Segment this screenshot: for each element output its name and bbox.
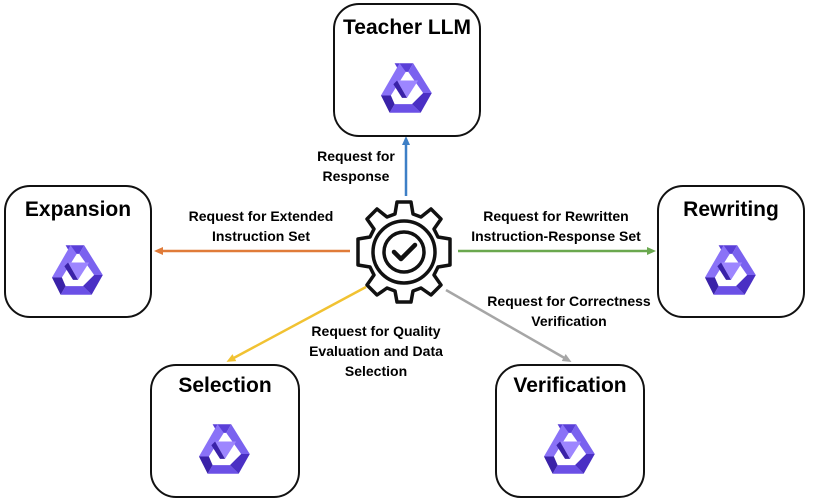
qwen-logo-icon (47, 239, 109, 301)
label-request-correctness-verification: Request for Correctness Verification (474, 291, 664, 331)
node-title: Teacher LLM (343, 16, 471, 39)
label-line: Verification (531, 313, 607, 329)
qwen-logo-icon (194, 418, 256, 480)
node-selection: Selection (150, 364, 300, 498)
gear-check-icon (356, 200, 452, 304)
node-teacher-llm: Teacher LLM (333, 3, 481, 137)
qwen-logo-icon (539, 418, 601, 480)
label-request-extended-instruction: Request for Extended Instruction Set (166, 206, 356, 246)
label-line: Request for Rewritten (483, 208, 629, 224)
label-line: Request for (317, 148, 395, 164)
label-line: Request for Extended (188, 208, 334, 224)
node-title: Verification (513, 374, 627, 397)
node-verification: Verification (495, 364, 645, 498)
arrow-to-verification (445, 288, 572, 362)
label-line: Evaluation and Data (309, 343, 443, 359)
node-title: Expansion (24, 198, 132, 221)
label-line: Response (322, 168, 390, 184)
label-line: Selection (344, 363, 408, 379)
node-title: Rewriting (683, 198, 779, 221)
label-line: Request for Quality (311, 323, 441, 339)
label-line: Instruction-Response Set (471, 228, 641, 244)
label-line: Instruction Set (211, 228, 310, 244)
arrow-to-selection (226, 285, 367, 362)
node-title: Selection (178, 374, 272, 397)
qwen-logo-icon (700, 239, 762, 301)
node-expansion: Expansion (4, 185, 152, 318)
label-request-response: Request for Response (296, 146, 416, 186)
qwen-logo-icon (376, 57, 438, 119)
label-line: Request for Correctness (487, 293, 651, 309)
node-rewriting: Rewriting (657, 185, 805, 318)
label-request-rewritten-set: Request for Rewritten Instruction-Respon… (456, 206, 656, 246)
label-request-quality-selection: Request for Quality Evaluation and Data … (296, 321, 456, 381)
